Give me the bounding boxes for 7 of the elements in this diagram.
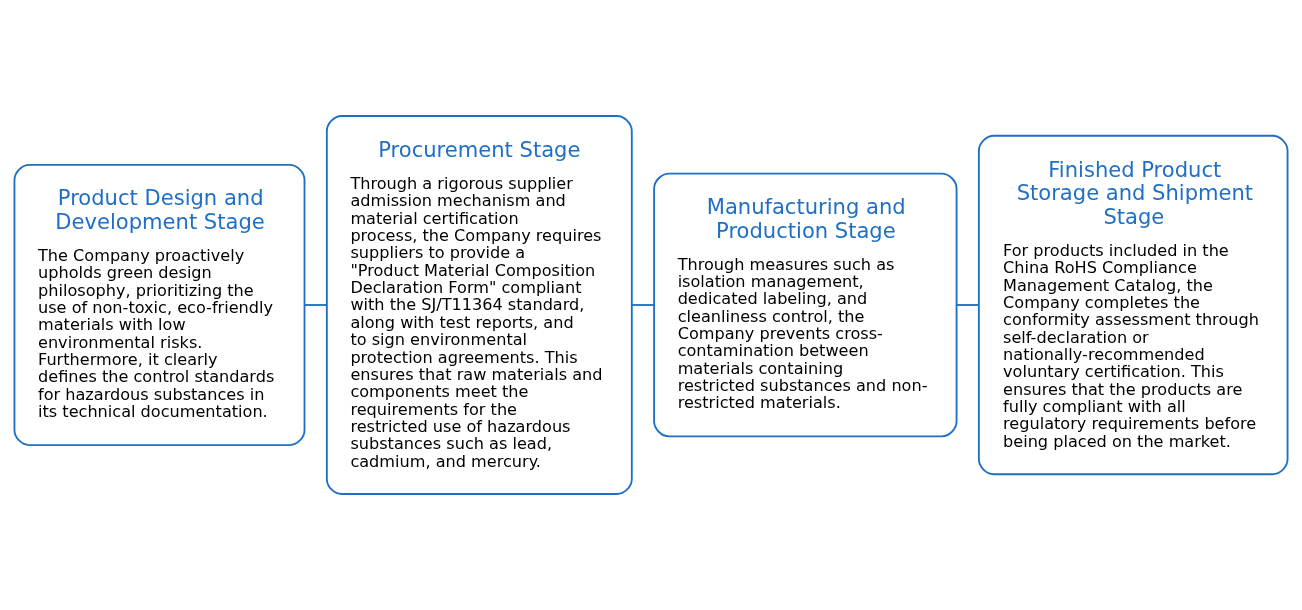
node-box: Procurement Stage Through a rigorous supplier admission mechanism and material certification process, the Company requires suppliers to provide a "Product Material Composition Declaration Form" compliant with the SJ/T11364 standard, along with test reports, and to sign environmental protection agreements. This ensures that raw materials and components meet the requirements for the restricted use of hazardous substances such as lead, cadmium, and mercury. bbox=[325, 115, 633, 495]
connector bbox=[630, 304, 655, 306]
connector bbox=[303, 304, 328, 306]
node-box: Finished Product Storage and Shipment Stage For products included in the China RoHS Compliance Management Catalog, the Company completes the conformity assessment through self-declaration or nationally-recommended voluntary certification. This ensures that the products are fully compliant with all regulatory requirements before being placed on the market. bbox=[977, 134, 1289, 476]
connector bbox=[955, 304, 980, 306]
node-box: Manufacturing and Production Stage Through measures such as isolation management, dedicated labeling, and cleanliness control, the Company prevents cross-contamination between materials containing restricted substances and non-restricted materials. bbox=[653, 172, 958, 438]
node-box: Product Design and Development Stage The Company proactively upholds green design philosophy, prioritizing the use of non-toxic, eco-friendly materials with low environmental risks. Furthermore, it clearly defines the control standards for hazardous substances in its technical documentation. bbox=[13, 164, 306, 446]
